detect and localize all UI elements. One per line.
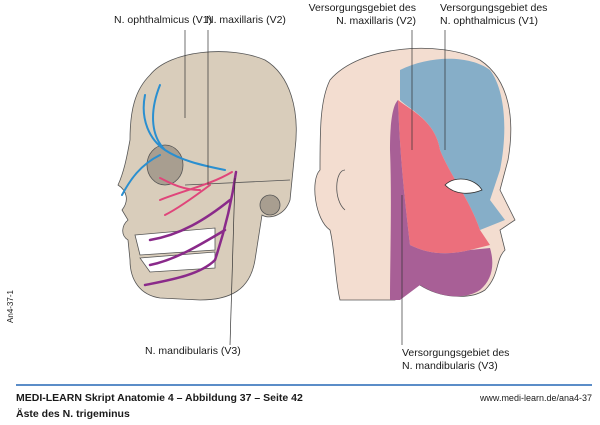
label-area-v1: Versorgungsgebiet des N. ophthalmicus (V… <box>440 2 547 28</box>
nerve-v1 <box>121 84 226 196</box>
area-v2 <box>398 100 490 254</box>
label-v2: N. maxillaris (V2) <box>206 14 286 26</box>
label-area-v3: Versorgungsgebiet des N. mandibularis (V… <box>402 347 509 373</box>
label-area-v2-line1: Versorgungsgebiet des <box>308 2 416 14</box>
nerve-v2 <box>159 171 233 216</box>
label-area-v1-line2: N. ophthalmicus (V1) <box>440 15 539 27</box>
label-area-v2-line2: N. maxillaris (V2) <box>336 15 416 27</box>
label-area-v3-line1: Versorgungsgebiet des <box>402 347 510 359</box>
figure-url-link[interactable]: www.medi-learn.de/ana4-37 <box>479 393 592 403</box>
head-drawing <box>314 47 516 301</box>
divider-rule <box>16 384 592 386</box>
skull-drawing <box>117 51 297 301</box>
figure-title: MEDI-LEARN Skript Anatomie 4 – Abbildung… <box>16 392 303 404</box>
label-v1: N. ophthalmicus (V1) <box>114 14 213 26</box>
area-v3 <box>390 100 493 300</box>
label-area-v3-line2: N. mandibularis (V3) <box>402 360 498 372</box>
label-area-v2: Versorgungsgebiet des N. maxillaris (V2) <box>304 2 416 28</box>
label-v3: N. mandibularis (V3) <box>145 345 241 357</box>
nerve-v3 <box>143 170 238 287</box>
figure-subtitle: Äste des N. trigeminus <box>16 408 130 420</box>
figure-code: An4-37-1 <box>5 290 15 323</box>
label-area-v1-line1: Versorgungsgebiet des <box>440 2 548 14</box>
